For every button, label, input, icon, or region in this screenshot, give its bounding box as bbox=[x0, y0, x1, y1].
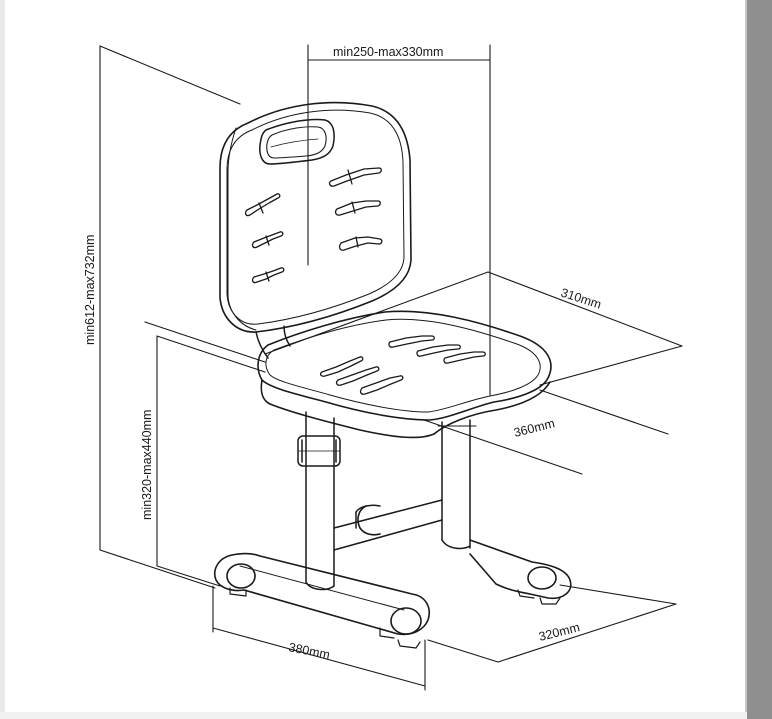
label-seat-width: 360mm bbox=[512, 416, 556, 440]
right-border bbox=[747, 0, 772, 719]
bottom-border bbox=[0, 712, 747, 719]
backrest-handle bbox=[259, 118, 335, 165]
dim-base-depth bbox=[427, 584, 677, 663]
front-column bbox=[297, 411, 341, 591]
seat bbox=[257, 310, 552, 439]
left-border bbox=[0, 0, 5, 719]
label-base-width: 380mm bbox=[287, 640, 331, 662]
dim-seat-height bbox=[156, 335, 266, 587]
dim-seat-width bbox=[144, 321, 669, 475]
dim-backrest-width bbox=[307, 44, 491, 396]
rear-base-bar bbox=[357, 505, 572, 605]
backrest bbox=[219, 101, 412, 333]
label-backrest-width: min250-max330mm bbox=[333, 45, 443, 59]
dim-total-height bbox=[99, 45, 241, 589]
seat-vent-slots bbox=[319, 335, 486, 395]
label-base-depth: 320mm bbox=[537, 620, 581, 644]
backrest-vent-slots bbox=[244, 167, 383, 284]
right-border-edge bbox=[745, 0, 748, 719]
label-seat-height: min320-max440mm bbox=[140, 410, 154, 520]
front-base-bar bbox=[214, 552, 430, 649]
label-total-height: min612-max732mm bbox=[83, 235, 97, 345]
dim-seat-depth bbox=[264, 271, 683, 386]
cross-brace bbox=[333, 499, 443, 551]
rear-column bbox=[437, 419, 477, 550]
dim-base-width bbox=[212, 585, 426, 691]
